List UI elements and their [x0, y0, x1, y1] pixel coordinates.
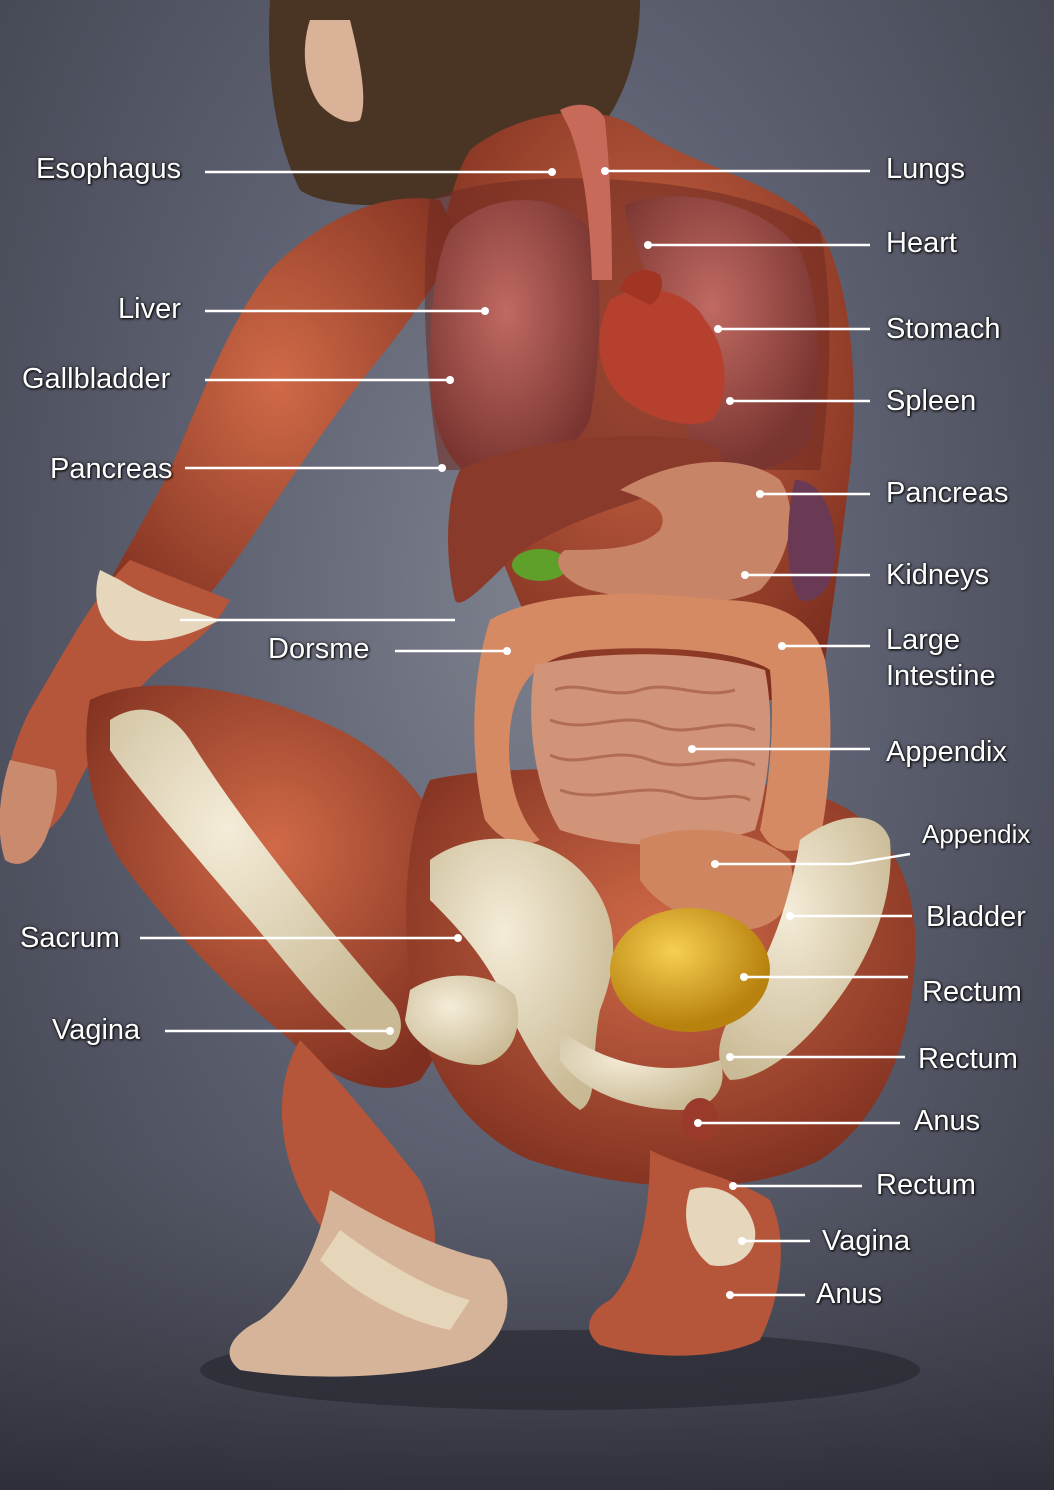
pelvis-right [719, 817, 891, 1080]
leader-lines [140, 169, 912, 1297]
label-rectum-2: Rectum [918, 1043, 1018, 1075]
label-rectum-3: Rectum [876, 1169, 976, 1201]
large-intestine [474, 594, 831, 851]
label-appendix-1: Appendix [886, 736, 1007, 768]
femur-head [405, 975, 519, 1065]
label-pancreas-left: Pancreas [50, 453, 173, 485]
label-large-intestine-line1: Large [886, 624, 961, 656]
leader-dots [386, 167, 794, 1299]
label-gallbladder: Gallbladder [22, 363, 171, 395]
foot-left-bones [320, 1230, 470, 1330]
label-sacrum: Sacrum [20, 922, 120, 954]
elbow-tendon [96, 570, 220, 641]
label-dorsme: Dorsme [268, 633, 370, 665]
label-anus-2: Anus [816, 1278, 883, 1310]
femur [110, 709, 401, 1050]
small-intestine-folds [549, 685, 756, 802]
aorta [620, 270, 662, 305]
label-rectum-1: Rectum [922, 976, 1022, 1008]
label-liver: Liver [118, 293, 181, 325]
label-anus-1: Anus [914, 1105, 981, 1137]
label-esophagus: Esophagus [36, 153, 182, 185]
label-appendix-2: Appendix [922, 819, 1031, 849]
label-stomach: Stomach [886, 313, 1001, 345]
heart [599, 289, 725, 424]
sigmoid-colon [640, 829, 793, 930]
pubic-arch [560, 1030, 723, 1110]
arm [94, 198, 461, 660]
gallbladder [512, 549, 568, 581]
lung-left [430, 200, 600, 480]
label-large-intestine: Large Intestine [886, 622, 996, 694]
label-large-intestine-line2: Intestine [886, 660, 996, 692]
trachea [560, 104, 612, 280]
spleen [788, 480, 835, 601]
stomach [558, 461, 791, 604]
label-kidneys: Kidneys [886, 559, 990, 591]
hand [0, 760, 57, 864]
label-pancreas-right: Pancreas [886, 477, 1009, 509]
label-heart: Heart [886, 227, 957, 259]
face [304, 20, 364, 122]
label-bladder: Bladder [926, 901, 1026, 933]
label-vagina-left: Vagina [52, 1014, 141, 1046]
label-lungs: Lungs [886, 153, 966, 185]
floor-shadow [0, 1150, 1054, 1490]
heel-right [686, 1187, 756, 1266]
bladder [610, 908, 770, 1032]
label-vagina-right: Vagina [822, 1225, 911, 1257]
label-spleen: Spleen [886, 385, 977, 417]
